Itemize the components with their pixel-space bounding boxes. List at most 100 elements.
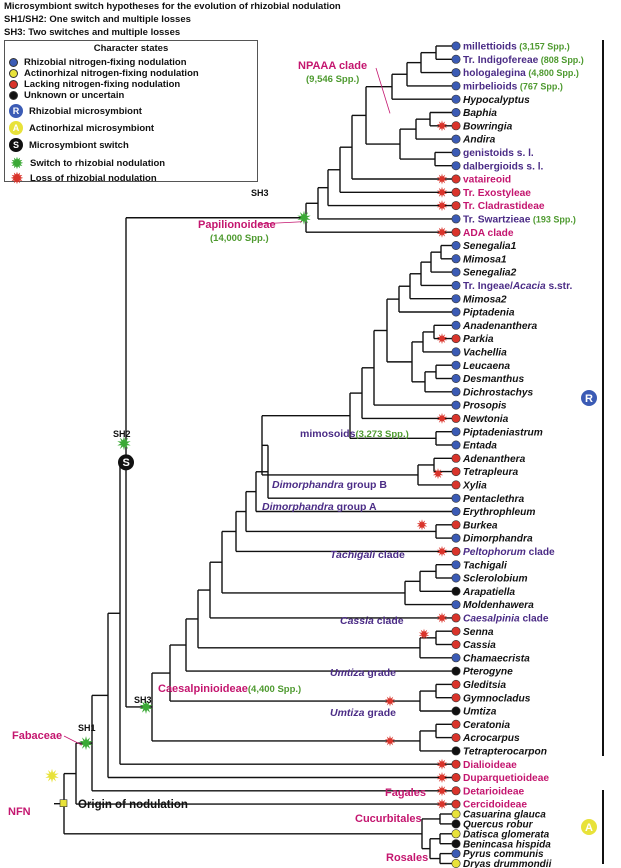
state-dot-red [451,334,461,344]
actinorhizal-letter-part: A [585,822,593,834]
state-dot-blue [451,68,461,78]
cucurbitales-label-part: Cucurbitales [355,813,422,825]
green-star-icon [139,700,153,714]
state-dot-blue [451,400,461,410]
switch-circle-icon [118,454,134,471]
taxon-label: Vachellia [463,348,507,359]
pointer-line [63,735,83,746]
taxon-part: Ceratonia [463,720,510,731]
figure-header: Microsymbiont switch hypotheses for the … [4,0,341,39]
taxon-label: Cercidoideae [463,800,527,811]
state-dot-red [451,227,461,237]
papilionoideae-label-part: Papilionoideae [198,219,276,231]
fabaceae-label-part: Fabaceae [12,730,62,742]
taxon-label: Duparquetioideae [463,773,549,784]
taxon-label: Detarioideae [463,786,524,797]
taxon-part: clade [526,547,555,558]
taxon-part: Dimorphandra [463,534,533,545]
sh3-label-part: SH3 [251,188,269,198]
state-dot-red [451,520,461,530]
dimorphandra-a-label-part: group A [334,501,377,513]
state-dot-black [451,666,461,676]
red-star-icon [436,173,448,185]
taxon-label: Tr. Ingeae/Acacia s.str. [463,281,572,292]
taxon-part: Erythrophleum [463,507,535,518]
state-dot-red [451,626,461,636]
red-star-icon [384,735,396,747]
state-dot-blue [451,254,461,264]
taxon-part: Tr. Indigofereae [463,55,539,66]
taxon-label: Tachigali [463,560,507,571]
taxon-label: Hypocalyptus [463,95,530,106]
tachigali-label: Tachigali clade [330,549,405,561]
legend-dot-icon [9,57,18,67]
mimosoids-label-part: mimosoids [300,428,356,440]
state-dot-blue [451,161,461,171]
taxon-label: Senegalia1 [463,241,517,252]
taxon-part: Caesalpinia [463,614,520,625]
pointer-line [257,221,303,225]
taxon-label: Ceratonia [463,720,510,731]
taxon-part: Mimosa1 [463,254,507,265]
state-dot-yellow [451,858,461,868]
umtiza-grade-1-label-part: grade [364,667,396,679]
red-star-icon [432,468,444,480]
taxon-label: Gymnocladus [463,693,531,704]
red-star-icon [436,412,448,424]
state-dot-blue [451,653,461,663]
taxon-label: Pentaclethra [463,494,524,505]
taxon-label: Acrocarpus [462,733,520,744]
state-dot-blue [451,320,461,330]
state-dot-red [451,639,461,649]
origin-label: Origin of nodulation [78,799,188,811]
taxon-label: Mimosa1 [463,254,507,265]
taxon-label: Tr. Exostyleae [463,188,531,199]
state-dot-red [451,121,461,131]
taxon-label: Datisca glomerata [463,829,550,840]
state-dot-blue [451,427,461,437]
rhizobial-circle-icon [581,390,597,406]
legend-label: Actinorhizal microsymbiont [29,122,155,134]
caesalpinioideae-label-part: Caesalpinioideae [158,683,248,695]
umtiza-grade-2-label: Umtiza grade [330,707,396,719]
taxon-part: Quercus robur [463,820,534,831]
rosales-label-part: Rosales [386,852,428,864]
legend-label: Unknown or uncertain [24,89,125,101]
npaaa-count-part: (9,546 Spp.) [306,74,359,85]
taxon-label: Senna [463,627,494,638]
state-dot-blue [451,147,461,157]
state-dot-red [451,733,461,743]
state-dot-yellow [451,809,461,819]
state-dot-red [451,453,461,463]
taxon-part: Benincasa hispida [463,839,551,850]
state-dot-blue [451,108,461,118]
red-star-icon [436,120,448,132]
taxon-label: Casuarina glauca [463,810,546,821]
yellow-star-icon [45,768,59,783]
taxon-label: Moldenhawera [463,600,534,611]
taxon-part: Pentaclethra [463,494,524,505]
taxon-part: Desmanthus [463,374,524,385]
state-dot-blue [451,373,461,383]
taxon-label: Pyrus communis [463,849,544,860]
taxon-part: Entada [463,441,497,452]
taxon-part: Xylia [462,481,487,492]
state-dot-red [451,174,461,184]
legend-label: Rhizobial nitrogen-fixing nodulation [24,56,187,68]
taxon-label: Tetrapleura [463,467,518,478]
red-star-icon [436,333,448,345]
dimorphandra-a-label-part: Dimorphandra [262,501,334,513]
state-dot-red [451,719,461,729]
state-dot-red [451,799,461,809]
taxon-part: Tetrapterocarpon [463,747,547,758]
legend-dot-icon [9,90,18,100]
state-dot-red [451,613,461,623]
state-dot-blue [451,347,461,357]
state-dot-red [451,546,461,556]
red-star-icon [436,186,448,198]
taxon-label: Entada [463,441,497,452]
taxon-label: ADA clade [463,228,514,239]
